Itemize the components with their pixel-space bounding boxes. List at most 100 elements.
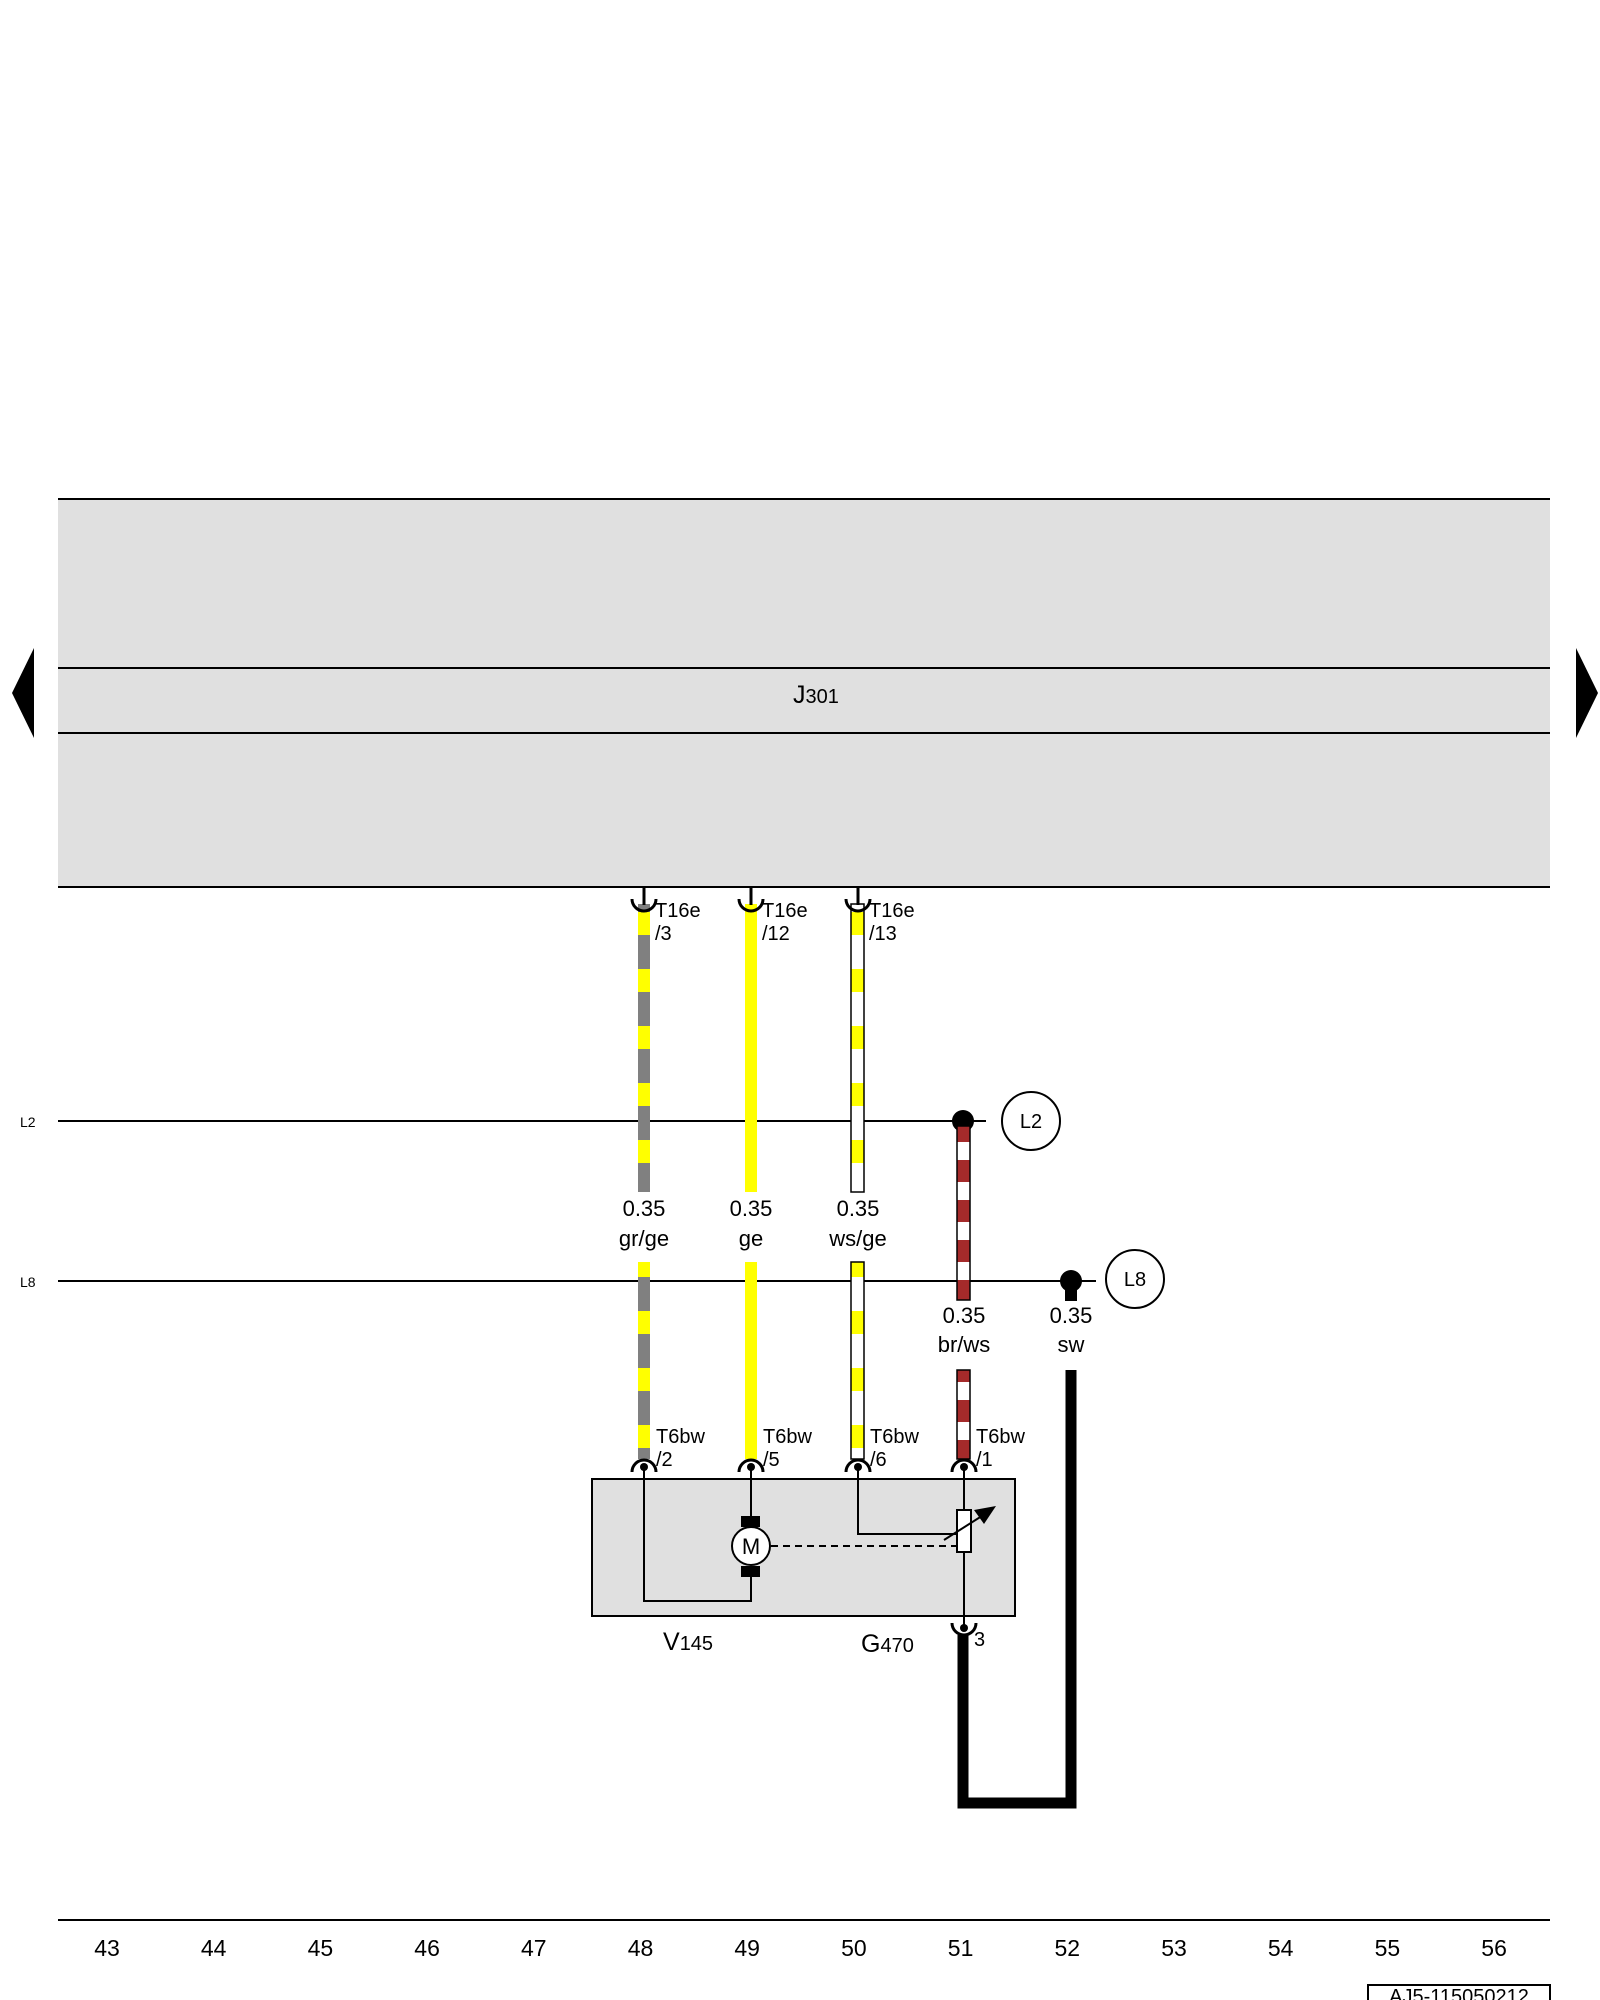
connector-pin-label: /1: [976, 1449, 993, 1471]
motor-icon: [731, 1526, 771, 1566]
motor-component-label: V145: [663, 1628, 713, 1656]
potentiometer-wiper-lead: [857, 1468, 957, 1535]
sensor-component-label: G470: [861, 1630, 914, 1658]
wire-gauge-label: 0.35: [837, 1196, 880, 1221]
previous-page-arrow-icon[interactable]: [12, 648, 34, 738]
connector-t6bw-pin-1: [950, 1458, 978, 1473]
connector-pin-3: [950, 1622, 978, 1637]
connector-pin-label: /3: [655, 923, 672, 945]
wire-gauge-label: 0.35: [623, 1196, 666, 1221]
wire-ws-ge: [850, 903, 865, 1460]
column-number: 49: [734, 1935, 760, 1961]
motor-brush-bottom: [741, 1566, 760, 1577]
connector-label: T16e: [869, 900, 915, 922]
connector-pin-label: /5: [763, 1449, 780, 1471]
motor-brush-top: [741, 1516, 760, 1527]
connector-label: T16e: [762, 900, 808, 922]
wire-gr-ge: [638, 904, 650, 1459]
reference-box: AJ5-115050212: [1367, 1984, 1551, 2000]
connector-socket-icon: [950, 1458, 978, 1473]
connector-socket-icon: [630, 1458, 658, 1473]
connector-pin-icon: [640, 1463, 648, 1471]
connector-pin-icon: [854, 1463, 862, 1471]
upper-connectors: [630, 887, 872, 913]
bus-line-l8: L8 L8: [20, 1249, 1165, 1309]
control-unit-box: [58, 499, 1550, 887]
bus-line-l2-label: L2: [20, 1114, 36, 1130]
reference-number: AJ5-115050212: [1389, 1986, 1529, 2000]
control-unit-j301: J301: [58, 498, 1550, 888]
column-number: 50: [841, 1935, 867, 1961]
bus-line-l8-reference-label: L8: [1124, 1269, 1146, 1291]
wire-ge-upper-segment: [745, 904, 757, 1192]
upper-connector-labels: T16e /3 T16e /12 T16e /13: [655, 900, 915, 945]
wire-color-label: sw: [1058, 1332, 1085, 1357]
connector-socket-icon: [737, 898, 765, 913]
connector-label: T6bw: [976, 1426, 1025, 1448]
lower-connector-labels: T6bw /2 T6bw /5 T6bw /6 T6bw /1 3: [656, 1426, 1025, 1651]
wire-ge: [745, 904, 757, 1459]
connector-pin-label: /12: [762, 923, 790, 945]
wire-color-label: gr/ge: [619, 1226, 669, 1251]
column-number: 52: [1055, 1935, 1081, 1961]
column-number: 43: [94, 1935, 120, 1961]
column-number: 46: [414, 1935, 440, 1961]
wire-ge-lower-segment: [745, 1262, 757, 1459]
wire-gr-ge-lower-segment: [638, 1262, 650, 1459]
connector-pin-icon: [960, 1624, 968, 1632]
next-page-arrow-icon[interactable]: [1576, 648, 1598, 738]
column-number: 55: [1375, 1935, 1401, 1961]
column-number: 48: [628, 1935, 654, 1961]
lower-connectors: [630, 1458, 978, 1637]
wire-gauge-label: 0.35: [943, 1303, 986, 1328]
connector-pin-label: /2: [656, 1449, 673, 1471]
wire-ws-ge-lower-segment: [850, 1261, 865, 1460]
wire-gauge-label: 0.35: [730, 1196, 773, 1221]
connector-socket-icon: [737, 1458, 765, 1473]
wire-color-label: ge: [739, 1226, 763, 1251]
wire-sw-ground-loop: [957, 1370, 1077, 1809]
bus-line-l2-reference-label: L2: [1020, 1111, 1042, 1133]
connector-pin-label: /13: [869, 923, 897, 945]
component-v145-g470: M V145 G470: [591, 1468, 1016, 1658]
column-number: 56: [1481, 1935, 1507, 1961]
potentiometer-arrow-icon: [974, 1506, 996, 1524]
wire-ws-ge-upper-segment: [850, 903, 865, 1193]
column-number: 47: [521, 1935, 547, 1961]
connector-t16e-pin-13: [844, 887, 872, 913]
column-number: 54: [1268, 1935, 1294, 1961]
connector-t6bw-pin-6: [844, 1458, 872, 1473]
connector-t16e-pin-12: [737, 887, 765, 913]
motor-symbol-label: M: [742, 1534, 760, 1559]
connector-label: T6bw: [763, 1426, 812, 1448]
bus-line-l8-junction-stub: [1065, 1286, 1077, 1301]
connector-t6bw-pin-2: [630, 1458, 658, 1473]
connector-pin-icon: [960, 1463, 968, 1471]
connector-socket-icon: [630, 898, 658, 913]
bus-line-l8-reference-circle[interactable]: [1105, 1249, 1165, 1309]
connector-label: T16e: [655, 900, 701, 922]
connector-t16e-pin-3: [630, 887, 658, 913]
bus-line-l2-reference-circle[interactable]: [1001, 1091, 1061, 1151]
component-box: [591, 1478, 1016, 1617]
wire-br-ws-upper-segment: [956, 1125, 971, 1301]
connector-pin-icon: [747, 1463, 755, 1471]
wire-color-label: ws/ge: [828, 1226, 886, 1251]
motor-negative-lead: [643, 1468, 752, 1602]
potentiometer-adjust-line: [943, 1513, 986, 1541]
column-number: 45: [308, 1935, 334, 1961]
wire-color-label: br/ws: [938, 1332, 991, 1357]
bus-line-l8-label: L8: [20, 1274, 36, 1290]
connector-label: T6bw: [656, 1426, 705, 1448]
column-number: 44: [201, 1935, 227, 1961]
column-number: 51: [948, 1935, 974, 1961]
wire-gauge-label: 0.35: [1050, 1303, 1093, 1328]
connector-label: T6bw: [870, 1426, 919, 1448]
connector-socket-icon: [844, 898, 872, 913]
reference-frame: [1367, 1984, 1551, 2000]
connector-pin-label: 3: [974, 1629, 985, 1651]
connector-t6bw-pin-5: [737, 1458, 765, 1473]
bus-line-l2: L2 L2: [20, 1091, 1061, 1151]
